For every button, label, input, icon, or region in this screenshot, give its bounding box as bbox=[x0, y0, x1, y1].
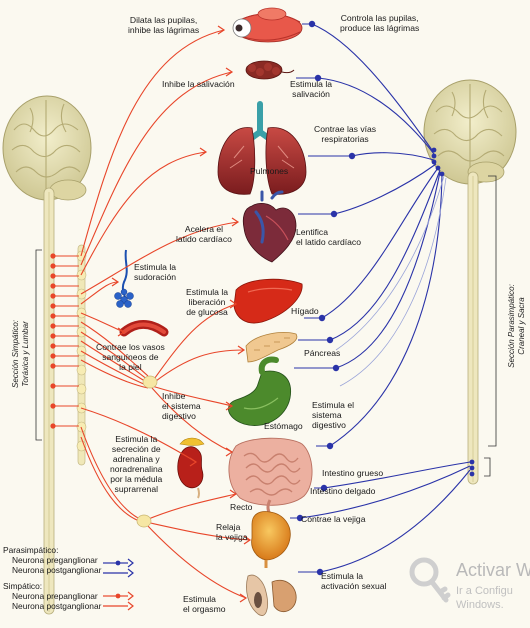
salivary-gland-icon bbox=[245, 60, 295, 80]
sympathetic-ganglia bbox=[136, 375, 158, 528]
legend-simp-pre-sample bbox=[103, 591, 134, 601]
label-pulmones: Pulmones bbox=[250, 166, 289, 176]
legend-simp-pre: Neurona prepanglionar bbox=[12, 591, 98, 601]
watermark-line-3-text: Windows. bbox=[456, 599, 504, 611]
sympathetic-section-bracket bbox=[35, 249, 42, 441]
parasympathetic-pre-neuron-dots bbox=[431, 147, 475, 477]
label-section-simpatico: Sección Simpático:Toráxica y Lumbar bbox=[11, 319, 30, 389]
label-contrae-vejiga: Contrae la vejiga bbox=[301, 514, 366, 524]
liver-icon bbox=[233, 278, 303, 324]
label-higado: Hígado bbox=[291, 306, 319, 316]
legend-para-post: Neurona postganglionar bbox=[12, 565, 102, 575]
legend-simp-post: Neurona postganglionar bbox=[12, 601, 102, 611]
pancreas-icon bbox=[245, 332, 298, 363]
label-intestino-delgado: Intestino delgado bbox=[310, 486, 376, 496]
legend-para-pre-sample bbox=[103, 558, 134, 568]
intestine-icon bbox=[228, 437, 313, 515]
sacral-bracket bbox=[484, 457, 491, 477]
label-pancreas: Páncreas bbox=[304, 348, 341, 358]
watermark-line-2: Ir a Configu Windows. bbox=[456, 584, 513, 612]
legend-simp-title: Simpático: bbox=[3, 581, 43, 591]
blood-vessel-icon bbox=[119, 320, 169, 337]
label-controla-pupilas: Controla las pupilas,produce las lágrima… bbox=[340, 13, 420, 33]
sympathetic-pre-neuron-lines bbox=[53, 255, 79, 427]
parasympathetic-pale-pathways bbox=[335, 175, 447, 387]
activation-watermark: Activar W Ir a Configu Windows. bbox=[404, 552, 530, 628]
bladder-icon bbox=[251, 511, 291, 568]
lungs-icon bbox=[217, 101, 307, 195]
kidney-icon bbox=[177, 437, 205, 499]
sympathetic-arrowheads bbox=[111, 25, 252, 603]
sympathetic-ganglion-chain bbox=[76, 244, 87, 466]
sweat-gland-icon bbox=[114, 249, 134, 308]
legend-para-title: Parasimpático: bbox=[3, 545, 59, 555]
label-section-parasimpatico: Sección Parasimpático:Craneal y Sacra bbox=[507, 284, 526, 368]
left-brain-icon bbox=[2, 95, 92, 201]
legend-para-post-sample bbox=[103, 568, 134, 578]
label-estomago: Estómago bbox=[264, 421, 303, 431]
legend-samples bbox=[103, 558, 134, 611]
parasympathetic-section-bracket bbox=[488, 175, 497, 447]
parasympathetic-pathways bbox=[299, 23, 471, 573]
watermark-line-2-text: Ir a Configu bbox=[456, 585, 513, 597]
key-icon bbox=[409, 557, 451, 603]
legend-para-pre: Neurona preganglionar bbox=[12, 555, 98, 565]
eye-icon bbox=[232, 7, 303, 43]
watermark-line-1: Activar W bbox=[456, 560, 530, 580]
right-spinal-cord bbox=[467, 171, 479, 485]
right-brain-icon bbox=[423, 79, 517, 185]
stomach-icon bbox=[228, 356, 292, 426]
parasympathetic-short-post bbox=[290, 23, 352, 573]
heart-icon bbox=[242, 190, 297, 263]
label-intestino-grueso: Intestino grueso bbox=[322, 468, 384, 478]
legend: Parasimpático: Neurona preganglionar Neu… bbox=[3, 545, 143, 611]
label-recto: Recto bbox=[230, 502, 253, 512]
label-dilata-pupilas: Dilata las pupilas,inhibe las lágrimas bbox=[128, 15, 200, 35]
legend-simp-post-sample bbox=[103, 601, 134, 611]
label-inhibe-salivacion: Inhibe la salivación bbox=[162, 79, 235, 89]
genital-icon bbox=[246, 574, 297, 616]
